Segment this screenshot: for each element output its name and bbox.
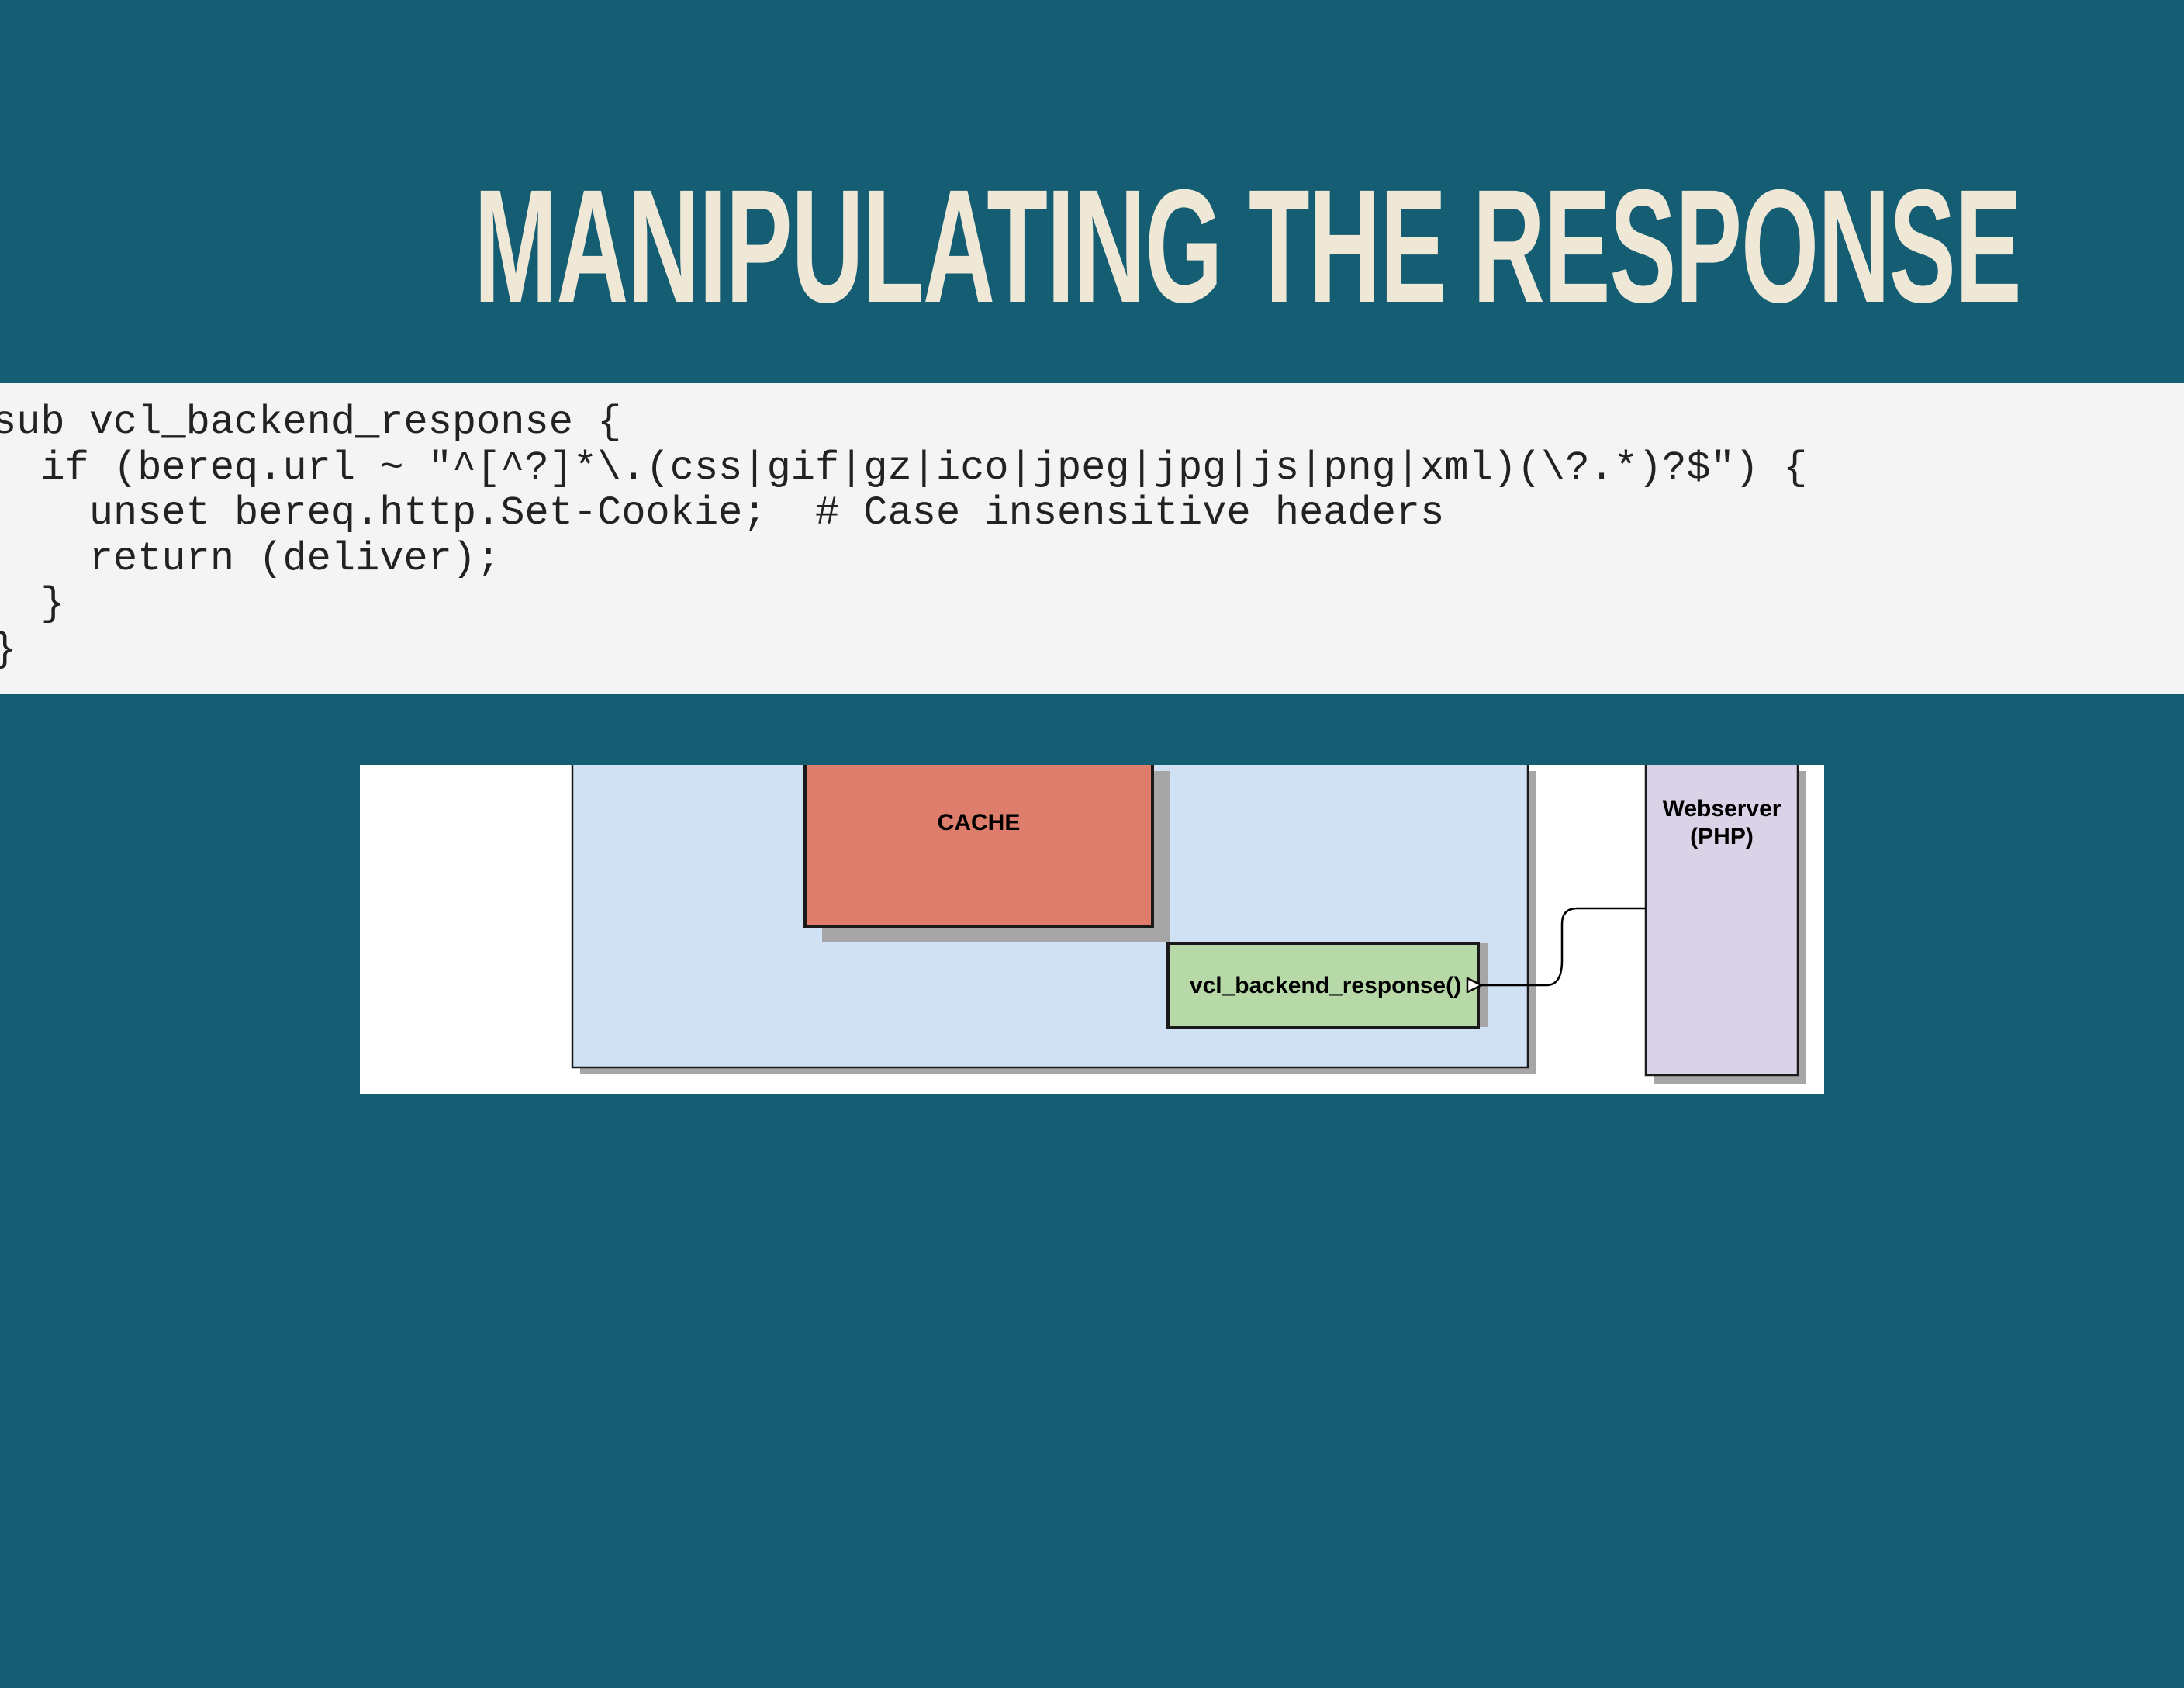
cache-box: CACHE [803, 765, 1170, 942]
webserver-label-sub: (PHP) [1690, 824, 1754, 849]
code-line: } [0, 627, 16, 673]
code-line: sub vcl_backend_response { [0, 400, 622, 445]
slide-title-text: MANIPULATING THE RESPONSE [474, 157, 2022, 337]
vcl-backend-response-box: vcl_backend_response() [1166, 942, 1488, 1029]
response-connector-arrow [1481, 907, 1646, 985]
code-line: } [40, 581, 65, 627]
code-text: sub vcl_backend_response { if (bereq.url… [0, 400, 1807, 673]
cache-label: CACHE [938, 810, 1021, 835]
code-line: unset bereq.http.Set-Cookie; # Case inse… [0, 490, 1445, 536]
varnish-flow-diagram: CACHE vcl_backend_response() Webserver (… [360, 765, 1824, 1094]
code-line: if (bereq.url ~ "^[^?]*\.(css|gif|gz|ico… [0, 444, 1808, 491]
slide-title: MANIPULATING THE RESPONSE [0, 161, 2184, 332]
vcl-backend-response-label: vcl_backend_response() [1190, 973, 1461, 998]
webserver-label: Webserver [1663, 796, 1781, 822]
code-block: sub vcl_backend_response { if (bereq.url… [0, 383, 2184, 694]
code-line: return (deliver); [0, 535, 501, 582]
webserver-box: Webserver (PHP) [1644, 765, 1806, 1084]
